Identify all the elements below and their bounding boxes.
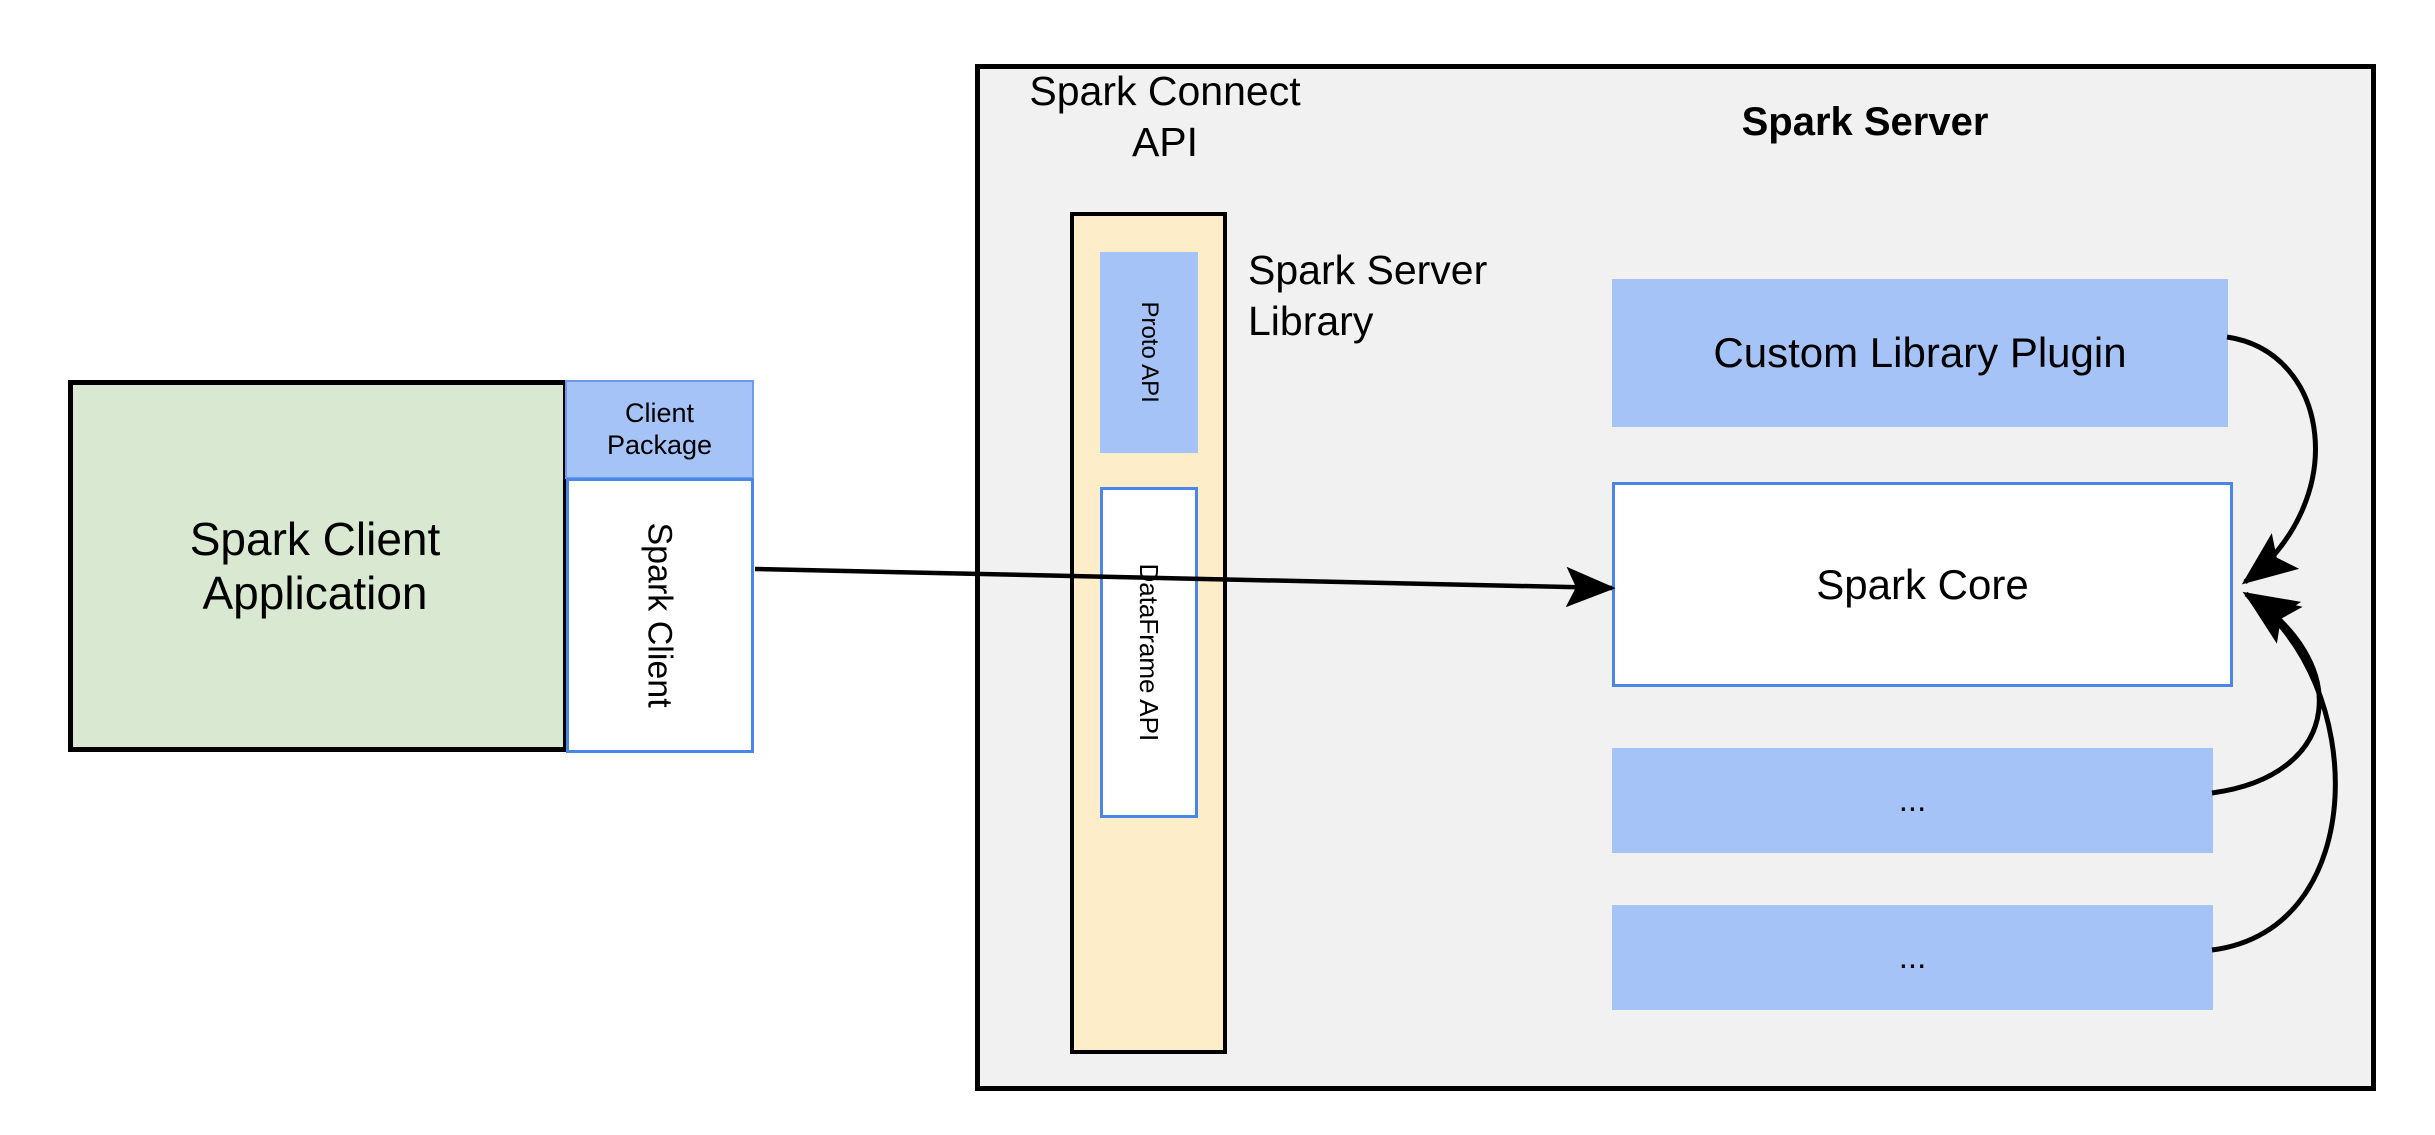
proto-api-box[interactable]: Proto API: [1100, 252, 1198, 453]
spark-server-library-label: Spark Server Library: [1248, 247, 1488, 345]
ellipsis-component-box-2[interactable]: ...: [1612, 905, 2213, 1010]
spark-client-label: Spark Client: [641, 522, 680, 709]
client-package-label: Client Package: [606, 397, 713, 460]
spark-client-application-box[interactable]: Spark Client Application: [68, 380, 568, 752]
spark-core-label: Spark Core: [1816, 560, 2029, 608]
client-package-box[interactable]: Client Package: [565, 380, 754, 479]
spark-server-title: Spark Server: [1741, 100, 1989, 144]
ellipsis-label-2: ...: [1898, 938, 1927, 976]
dataframe-api-box[interactable]: DataFrame API: [1100, 487, 1198, 818]
spark-client-box[interactable]: Spark Client: [566, 478, 754, 753]
ellipsis-label-1: ...: [1898, 781, 1927, 819]
custom-library-plugin-box[interactable]: Custom Library Plugin: [1612, 279, 2228, 427]
spark-client-application-label: Spark Client Application: [189, 512, 441, 619]
dataframe-api-label: DataFrame API: [1134, 563, 1165, 742]
proto-api-label: Proto API: [1136, 301, 1164, 404]
spark-core-box[interactable]: Spark Core: [1612, 482, 2233, 687]
ellipsis-component-box-1[interactable]: ...: [1612, 748, 2213, 853]
spark-connect-api-label: Spark Connect API: [1029, 68, 1301, 166]
custom-library-plugin-label: Custom Library Plugin: [1713, 329, 2127, 377]
